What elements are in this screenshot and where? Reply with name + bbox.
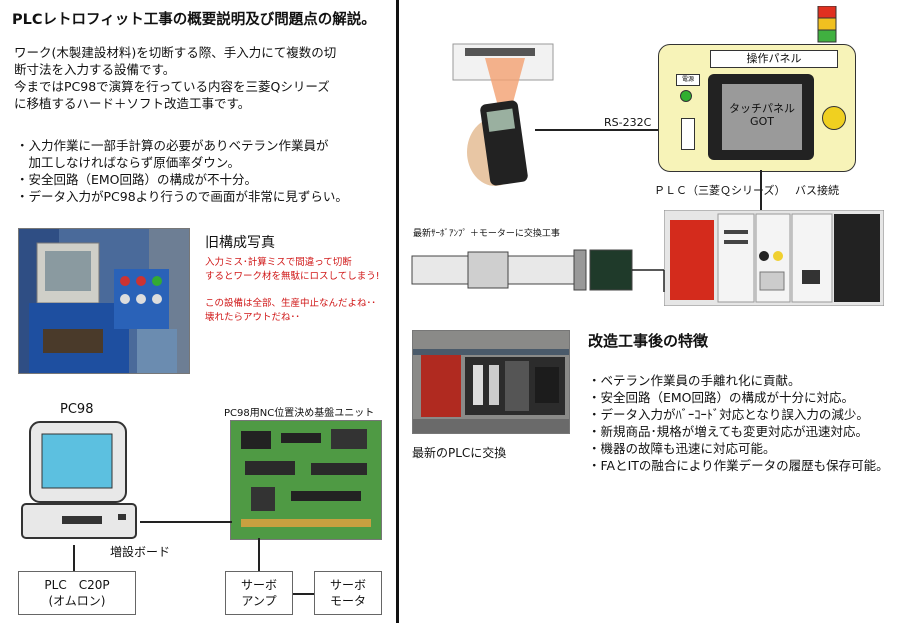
old-photo-note: 壊れたらアウトだね･･ xyxy=(205,312,301,323)
box-line: アンプ xyxy=(241,594,277,608)
new-plc-photo-art xyxy=(413,331,569,433)
feature-item: ・FAとITの融合により作業データの履歴も保存可能。 xyxy=(588,458,889,473)
intro-text: ワーク(木製建設材料)を切断する際、手入力にて複数の切断寸法を入力する設備です。… xyxy=(14,44,336,112)
issue-item: ・データ入力がPC98より行うので画面が非常に見ずらい。 xyxy=(16,189,348,204)
box-line: モータ xyxy=(329,594,366,608)
old-photo-heading: 旧構成写真 xyxy=(205,235,275,251)
intro-line: に移植するハード＋ソフト改造工事です。 xyxy=(14,96,251,111)
connector-line xyxy=(292,593,314,595)
center-divider xyxy=(396,0,399,623)
box-line: PLC C20P xyxy=(44,578,110,592)
plc-series-label: ＰＬＣ（三菱Ｑシリーズ） xyxy=(654,184,786,197)
signal-tower-icon xyxy=(817,6,837,43)
nc-board-art xyxy=(231,421,381,539)
intro-line: ワーク(木製建設材料)を切断する際、手入力にて複数の切 xyxy=(14,45,337,60)
expansion-board-label: 増設ボード xyxy=(110,545,171,559)
intro-line: 今まではPC98で演算を行っている内容を三菱Qシリーズ xyxy=(14,79,330,94)
servo-motor-box: サーボ モータ xyxy=(314,571,382,615)
connector-line xyxy=(140,521,232,523)
old-photo-note: この設備は全部、生産中止なんだよね･･ xyxy=(205,298,377,309)
connector-line xyxy=(73,545,75,571)
servo-replace-label: 最新ｻｰﾎﾞｱﾝﾌﾟ ＋モーターに交換工事 xyxy=(413,229,560,239)
power-label-box: 電源 xyxy=(676,74,700,86)
pc98-label: PC98 xyxy=(60,402,94,417)
board-label: PC98用NC位置決め基盤ユニット xyxy=(224,408,375,419)
issue-item: ・入力作業に一部手計算の必要がありベテラン作業員が xyxy=(16,138,329,153)
servo-amp-box: サーボ アンプ xyxy=(225,571,293,615)
rs232c-label: RS-232C xyxy=(604,116,652,129)
features-heading: 改造工事後の特徴 xyxy=(588,332,709,350)
pc98-computer-icon xyxy=(21,421,137,539)
power-label: 電源 xyxy=(681,76,694,83)
feature-item: ・機器の故障も迅速に対応可能。 xyxy=(588,441,776,456)
new-plc-photo xyxy=(412,330,570,434)
intro-line: 断寸法を入力する設備です。 xyxy=(14,62,176,77)
box-line: サーボ xyxy=(329,578,366,592)
bus-line xyxy=(760,170,762,214)
issues-list: ・入力作業に一部手計算の必要がありベテラン作業員が 加工しなければならず原価率ダ… xyxy=(16,137,348,205)
feature-item: ・ベテラン作業員の手離れ化に貢献。 xyxy=(588,373,801,388)
box-line: サーボ xyxy=(240,578,277,592)
rs232c-line xyxy=(535,129,659,131)
feature-item: ・データ入力がﾊﾞｰｺｰﾄﾞ対応となり誤入力の減少。 xyxy=(588,407,869,422)
features-list: ・ベテラン作業員の手離れ化に貢献。 ・安全回路（EMO回路）の構成が十分に対応。… xyxy=(588,372,889,474)
touch-panel-screen: タッチパネル GOT xyxy=(722,84,802,150)
old-equipment-photo xyxy=(18,228,190,374)
old-photo-note: するとワーク材を無駄にロスしてしまう! xyxy=(205,271,380,282)
issue-item: 加工しなければならず原価率ダウン。 xyxy=(16,155,241,170)
feature-item: ・新規商品･規格が増えても変更対応が迅速対応。 xyxy=(588,424,869,439)
box-line: (オムロン) xyxy=(48,594,106,608)
power-lamp-icon xyxy=(680,90,692,102)
connector-line xyxy=(258,538,260,571)
barcode-scanner-icon xyxy=(452,43,554,186)
plc-rack-icon xyxy=(664,210,884,306)
touch-panel-label: タッチパネル xyxy=(729,102,795,115)
power-switch[interactable] xyxy=(681,118,695,150)
page-title: PLCレトロフィット工事の概要説明及び問題点の解説。 xyxy=(12,12,376,28)
feature-item: ・安全回路（EMO回路）の構成が十分に対応。 xyxy=(588,390,855,405)
new-plc-caption: 最新のPLCに交換 xyxy=(412,446,507,460)
bus-connection-label: バス接続 xyxy=(795,184,839,197)
panel-title-box: 操作パネル xyxy=(710,50,838,68)
plc-c20p-box: PLC C20P (オムロン) xyxy=(18,571,136,615)
issue-item: ・安全回路（EMO回路）の構成が不十分。 xyxy=(16,172,258,187)
nc-board-photo xyxy=(230,420,382,540)
touch-panel-label: GOT xyxy=(750,115,774,128)
emergency-button-icon[interactable] xyxy=(822,106,846,130)
old-photo-note: 入力ミス･計算ミスで間違って切断 xyxy=(205,257,352,268)
old-equipment-photo-art xyxy=(19,229,189,373)
panel-title: 操作パネル xyxy=(746,52,802,65)
servo-actuator-icon xyxy=(411,249,665,292)
